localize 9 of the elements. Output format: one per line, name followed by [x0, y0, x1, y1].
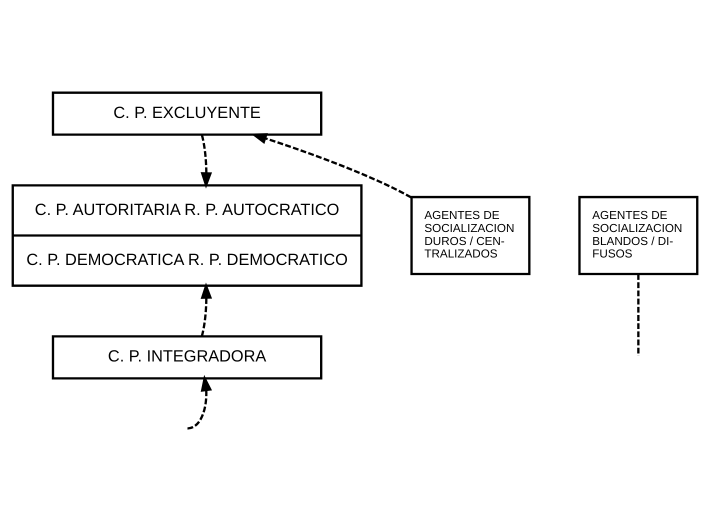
- arrow: [187, 374, 212, 430]
- arrow: [250, 132, 412, 198]
- arrow: [200, 134, 212, 188]
- node-box: AGENTES DE SOCIALIZACION BLANDOS / DI- FUSOS: [578, 195, 698, 275]
- arrow: [200, 282, 212, 336]
- connector: [637, 274, 640, 356]
- node-box: C. P. INTEGRADORA: [52, 334, 322, 380]
- node-box: AGENTES DE SOCIALIZACION DUROS / CEN- TRALIZADOS: [410, 195, 530, 275]
- node-box: C. P. EXCLUYENTE: [52, 91, 322, 136]
